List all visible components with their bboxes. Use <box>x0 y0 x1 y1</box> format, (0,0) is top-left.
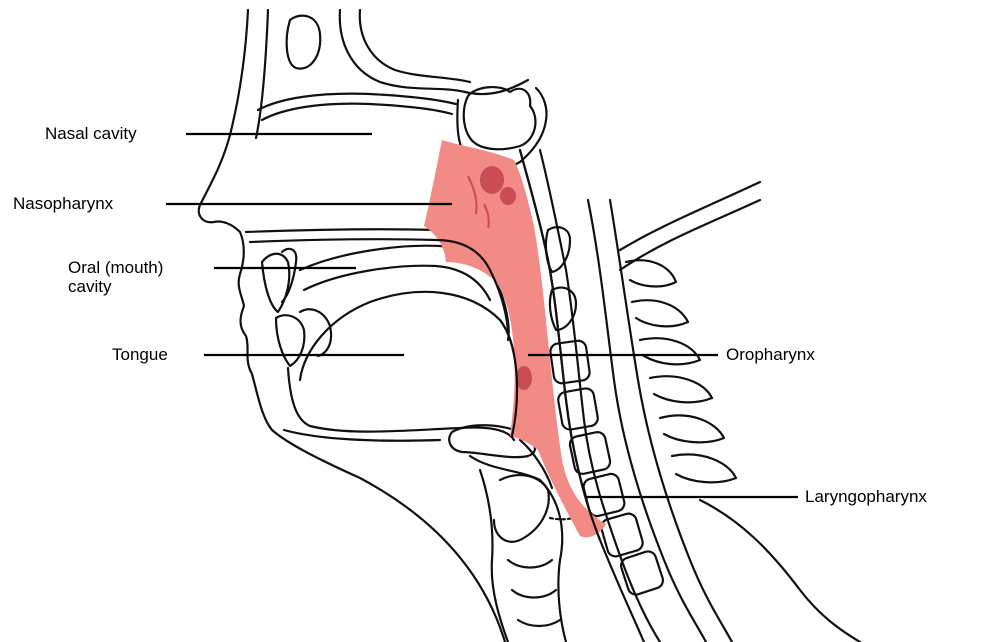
spinous-processes <box>626 260 736 482</box>
upper-teeth-outline <box>262 254 289 312</box>
label-nasal-cavity: Nasal cavity <box>45 124 137 143</box>
cranial-base-outline <box>340 10 528 94</box>
neck-back-outline <box>620 182 760 250</box>
label-oropharynx: Oropharynx <box>726 345 815 364</box>
tongue-outline <box>300 292 517 436</box>
mandible-outline <box>288 368 514 440</box>
tubal-opening-mark <box>500 187 516 205</box>
label-oral-cavity-line2: cavity <box>68 277 111 296</box>
lower-teeth-outline <box>276 315 304 366</box>
label-nasopharynx: Nasopharynx <box>13 194 113 213</box>
adenoid-mark <box>480 166 504 194</box>
cervical-vertebrae <box>546 227 665 596</box>
sphenoid-sinus-outline <box>464 87 536 149</box>
label-tongue: Tongue <box>112 345 168 364</box>
frontal-sinus-outline <box>287 16 321 69</box>
label-oral-cavity-line1: Oral (mouth) <box>68 258 163 277</box>
label-laryngopharynx: Laryngopharynx <box>805 487 927 506</box>
palatine-tonsil-mark <box>516 366 532 390</box>
nasal-cavity-roof <box>258 94 456 110</box>
face-profile-outline <box>199 10 505 642</box>
